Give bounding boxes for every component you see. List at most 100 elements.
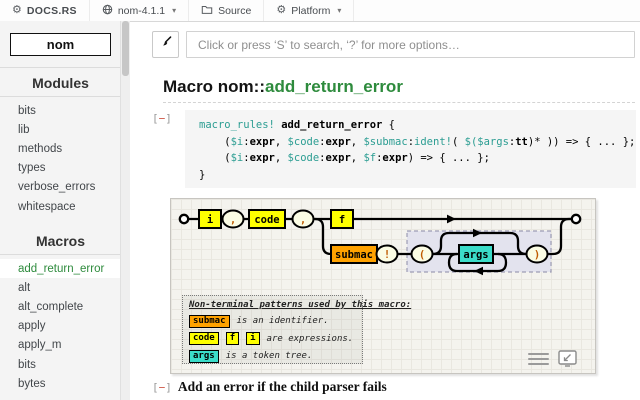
doc-summary-text: Add an error if the child parser fails [177, 379, 387, 394]
sidebar-item-whitespace[interactable]: whitespace [18, 200, 76, 213]
sidebar-item-apply[interactable]: apply [18, 320, 46, 333]
top-navbar: ⚙ DOCS.RS nom-4.1.1 ▾ Source ⚙ Platform … [0, 0, 640, 22]
arrow-right-icon [473, 228, 482, 238]
docsrs-home-link[interactable]: ⚙ DOCS.RS [0, 0, 90, 21]
diagram-legend: Non-terminal patterns used by this macro… [182, 295, 412, 364]
sidebar-item-bytes[interactable]: bytes [18, 377, 46, 390]
svg-text:code: code [254, 214, 279, 226]
legend-box-f: f [225, 332, 240, 345]
end-terminal [570, 213, 582, 225]
sidebar-item-apply_m[interactable]: apply_m [18, 339, 62, 352]
start-terminal [178, 213, 190, 225]
legend-row: submac is an identifier. [189, 314, 356, 328]
sidebar-heading-macros[interactable]: Macros [35, 233, 86, 250]
rail-merge-up [548, 217, 572, 256]
source-link[interactable]: Source [189, 0, 265, 21]
sidebar-item-bits[interactable]: bits [18, 104, 36, 117]
legend-text: is a token tree. [225, 351, 313, 361]
diagram-options-button[interactable] [528, 353, 549, 366]
node-comma [291, 209, 315, 229]
arrow-right-icon [447, 214, 456, 224]
code-collapse-toggle[interactable]: [−] [152, 112, 172, 125]
sidebar-item-verbose_errors[interactable]: verbose_errors [18, 181, 96, 194]
svg-text:args: args [463, 249, 488, 261]
sidebar-crate-link[interactable]: nom [10, 33, 111, 56]
page-title-prefix: Macro nom:: [163, 77, 265, 96]
page-title-macro-name[interactable]: add_return_error [265, 77, 403, 96]
paintbrush-icon [158, 35, 173, 55]
divider [0, 96, 121, 97]
node-code [248, 209, 286, 229]
platform-menu[interactable]: ⚙ Platform ▾ [264, 0, 355, 21]
sidebar-item-lib[interactable]: lib [18, 123, 30, 136]
legend-row: args is a token tree. [189, 349, 356, 363]
legend-text: is an identifier. [236, 316, 329, 326]
doc-collapse-toggle[interactable]: [−] [152, 381, 172, 394]
svg-text:): ) [534, 249, 540, 261]
svg-text:,: , [230, 214, 236, 226]
svg-text:!: ! [384, 249, 390, 261]
railroad-diagram-panel: i , code , f submac ! ( args ) Non-termi… [170, 198, 596, 374]
source-label: Source [218, 4, 252, 17]
divider [163, 102, 635, 103]
code-line: ($i:expr, $code:expr, $submac:ident!( $(… [199, 135, 636, 148]
svg-text:,: , [300, 214, 306, 226]
sidebar-heading-modules[interactable]: Modules [32, 75, 89, 91]
diagram-fullscreen-button[interactable] [556, 346, 579, 374]
node-bang [375, 244, 399, 264]
sidebar: nom Modules bits lib methods types verbose_e… [0, 21, 130, 400]
sidebar-item-alt_complete[interactable]: alt_complete [18, 301, 84, 314]
svg-text:(: ( [419, 249, 425, 261]
code-line: macro_rules! add_return_error { [199, 119, 395, 131]
svg-text:i: i [207, 214, 213, 226]
page-title: Macro nom::add_return_error [163, 77, 403, 97]
sidebar-scrollbar-thumb[interactable] [122, 21, 129, 76]
sidebar-content: nom Modules bits lib methods types verbose_e… [0, 21, 121, 400]
crate-version-label: nom-4.1.1 [117, 4, 166, 17]
legend-box-submac: submac [189, 314, 230, 328]
docsrs-brand-label: DOCS.RS [26, 4, 77, 17]
chevron-down-icon: ▾ [337, 6, 342, 15]
divider [0, 254, 121, 256]
sidebar-item-add_return_error[interactable]: add_return_error [0, 259, 121, 279]
theme-picker-button[interactable] [152, 31, 179, 58]
platform-label: Platform [291, 4, 331, 17]
chevron-down-icon: ▾ [172, 6, 177, 15]
sidebar-item-bits[interactable]: bits [18, 358, 36, 371]
svg-text:submac: submac [335, 249, 373, 261]
sidebar-scrollbar[interactable] [120, 21, 130, 400]
node-lparen [410, 244, 434, 264]
sidebar-item-methods[interactable]: methods [18, 142, 63, 155]
doc-summary-line: [−] Add an error if the child parser fai… [152, 379, 387, 395]
node-args [458, 244, 494, 264]
rail-branch-down [314, 217, 332, 256]
search-input[interactable] [186, 31, 635, 58]
legend-title: Non-terminal patterns used by this macro… [189, 300, 412, 310]
arrow-left-icon [474, 266, 483, 276]
crate-version-menu[interactable]: nom-4.1.1 ▾ [90, 0, 190, 21]
minus-icon: − [158, 381, 166, 394]
legend-box-i: i [246, 332, 260, 345]
minus-icon: − [158, 112, 166, 125]
sidebar-item-types[interactable]: types [18, 162, 46, 175]
railroad-diagram: i , code , f submac ! ( args ) [178, 209, 582, 276]
fullscreen-icon [556, 350, 579, 373]
legend-text: are expressions. [266, 333, 354, 344]
macro-signature-code: macro_rules! add_return_error { ($i:expr… [185, 110, 636, 188]
sidebar-item-alt[interactable]: alt [18, 281, 31, 294]
docsrs-logo-icon: ⚙ [12, 4, 22, 16]
node-rparen [525, 244, 549, 264]
code-line: } [199, 168, 206, 181]
crate-icon [102, 4, 113, 18]
legend-box-args: args [189, 349, 219, 363]
gears-icon: ⚙ [276, 4, 287, 16]
hamburger-icon [528, 353, 549, 366]
search-row [152, 31, 635, 58]
svg-text:f: f [339, 214, 345, 226]
folder-icon [201, 4, 213, 18]
node-f [330, 209, 354, 229]
